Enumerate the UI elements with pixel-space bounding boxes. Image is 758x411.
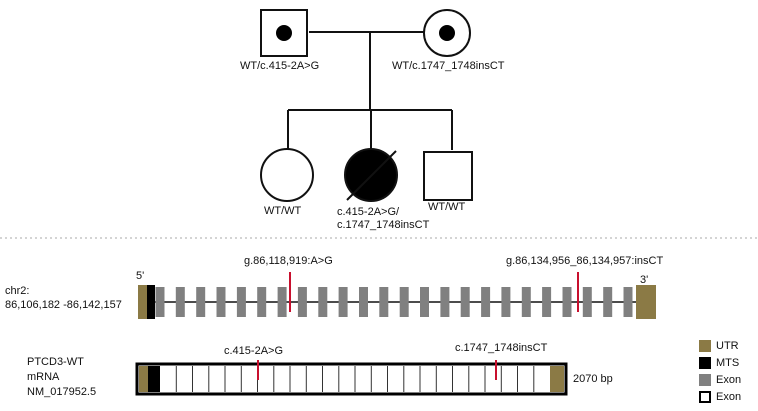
legend-swatch-mts xyxy=(699,357,711,369)
mrna-label-line2: mRNA xyxy=(27,371,60,383)
genomic-exon xyxy=(440,287,450,317)
genomic-exon xyxy=(460,287,470,317)
mrna-model xyxy=(135,360,568,396)
genomic-exon xyxy=(175,287,185,317)
gene-model xyxy=(138,272,656,319)
mrna-length-label: 2070 bp xyxy=(573,373,613,385)
legend-item-exon-mrna: Exon xyxy=(699,391,741,403)
legend-swatch-exon-genomic xyxy=(699,374,711,386)
chrom-label-line1: chr2: xyxy=(5,285,30,297)
child3-square xyxy=(423,151,473,201)
genomic-exon xyxy=(338,287,348,317)
genomic-exon xyxy=(359,287,368,317)
genomic-exon xyxy=(582,287,592,317)
genomic-exon xyxy=(623,287,633,317)
pedigree xyxy=(260,9,473,202)
child1-genotype: WT/WT xyxy=(264,205,302,217)
five-prime-label: 5' xyxy=(136,270,145,282)
father-square xyxy=(260,9,308,57)
genomic-exon xyxy=(481,287,491,317)
genomic-exon xyxy=(236,287,246,317)
genomic-exon xyxy=(562,287,572,317)
genomic-exon xyxy=(603,287,613,317)
genomic-exon xyxy=(216,287,226,317)
legend-label-mts: MTS xyxy=(716,357,740,369)
legend-item-utr: UTR xyxy=(699,340,739,352)
variant2-genomic-label: g.86,134,956_86,134,957:insCT xyxy=(506,255,664,267)
mrna-utr-3prime xyxy=(550,366,564,392)
genomic-exon xyxy=(277,287,287,317)
mrna-label-line3: NM_017952.5 xyxy=(27,386,97,398)
mother-genotype: WT/c.1747_1748insCT xyxy=(392,60,505,72)
child1-circle xyxy=(260,148,314,202)
legend-label-exon-mrna: Exon xyxy=(716,391,742,403)
child2-deceased-slash xyxy=(346,150,397,201)
legend-item-exon-genomic: Exon xyxy=(699,374,741,386)
genomic-exon xyxy=(155,287,165,317)
legend-item-mts: MTS xyxy=(699,357,739,369)
legend-swatch-utr xyxy=(699,340,711,352)
variant2-cdna-label: c.1747_1748insCT xyxy=(455,342,548,354)
mrna-label-line1: PTCD3-WT xyxy=(27,356,84,368)
father-carrier-dot xyxy=(276,25,292,41)
utr-5prime xyxy=(138,285,147,319)
child2-genotype-line2: c.1747_1748insCT xyxy=(337,219,430,231)
chrom-label-line2: 86,106,182 -86,142,157 xyxy=(5,299,122,311)
mrna-utr-5prime xyxy=(139,366,148,392)
genomic-exon xyxy=(542,287,552,317)
variant1-cdna-label: c.415-2A>G xyxy=(224,345,284,357)
legend-label-exon-genomic: Exon xyxy=(716,374,742,386)
mts-block xyxy=(147,285,155,319)
three-prime-label: 3' xyxy=(640,274,649,286)
father-genotype: WT/c.415-2A>G xyxy=(240,60,320,72)
utr-3prime xyxy=(636,285,656,319)
variant1-genomic-label: g.86,118,919:A>G xyxy=(244,255,333,267)
legend-swatch-exon-mrna xyxy=(699,391,711,403)
child3-genotype: WT/WT xyxy=(428,201,466,213)
legend-label-utr: UTR xyxy=(716,340,739,352)
child2-genotype-line1: c.415-2A>G/ xyxy=(337,206,400,218)
genomic-exon xyxy=(420,287,429,317)
mrna-mts xyxy=(148,366,160,392)
genomic-exon xyxy=(379,287,389,317)
genomic-exon xyxy=(501,287,511,317)
genomic-exon xyxy=(318,287,328,317)
genomic-exon xyxy=(399,287,409,317)
genomic-exon xyxy=(196,287,206,317)
genomic-exon xyxy=(521,287,531,317)
genomic-exon xyxy=(297,287,307,317)
mother-carrier-dot xyxy=(439,25,455,41)
genomic-exon xyxy=(257,287,267,317)
